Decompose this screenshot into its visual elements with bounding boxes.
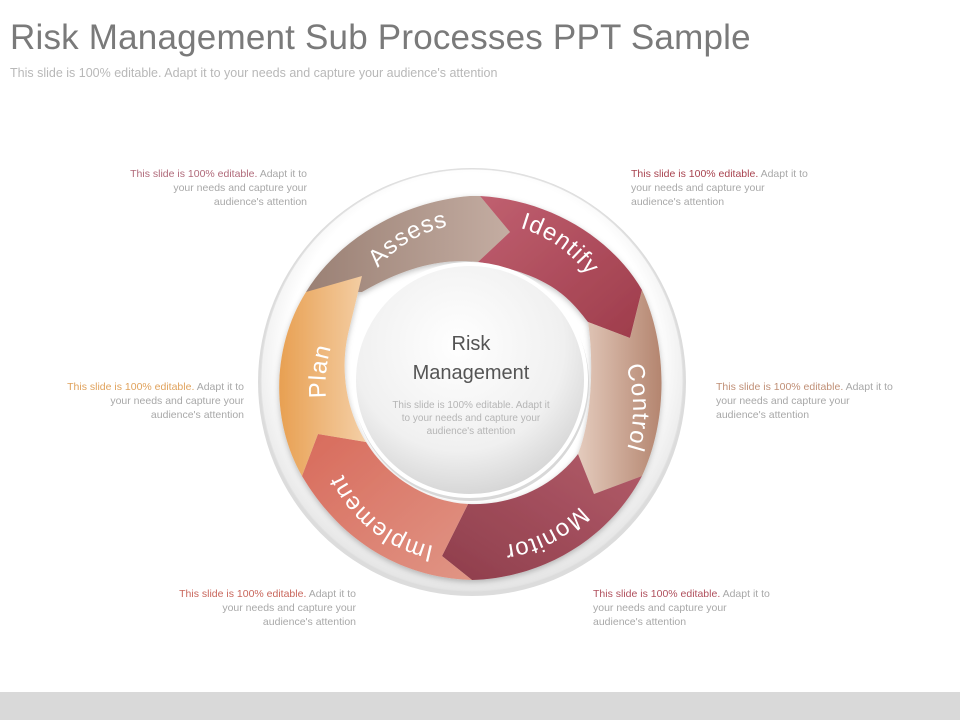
segment-monitor <box>442 454 642 580</box>
note-monitor-line1-rest: Adapt it to <box>720 588 770 600</box>
note-control-line3: audience's attention <box>716 409 810 421</box>
page-title: Risk Management Sub Processes PPT Sample <box>10 18 751 57</box>
note-control: This slide is 100% editable. Adapt it to… <box>716 380 921 422</box>
note-plan-line2: your needs and capture your <box>110 395 244 407</box>
center-text-line-2: to your needs and capture your <box>402 413 541 424</box>
note-assess: This slide is 100% editable. Adapt it to… <box>102 167 307 209</box>
segment-label-plan: Plan <box>304 341 337 398</box>
note-implement-line3: audience's attention <box>262 616 356 628</box>
note-plan-line3: audience's attention <box>150 409 244 421</box>
note-implement: This slide is 100% editable. Adapt it to… <box>151 587 356 629</box>
footer-bar <box>0 692 960 720</box>
segment-plan <box>279 276 366 476</box>
note-monitor-line3: audience's attention <box>593 616 687 628</box>
note-plan-line1-rest: Adapt it to <box>194 381 244 393</box>
note-monitor: This slide is 100% editable. Adapt it to… <box>593 587 798 629</box>
page-subtitle: This slide is 100% editable. Adapt it to… <box>10 66 498 80</box>
note-control-line1-rest: Adapt it to <box>843 381 893 393</box>
note-control-lead: This slide is 100% editable. <box>716 381 844 393</box>
note-implement-line2: your needs and capture your <box>222 602 356 614</box>
segment-control <box>578 290 662 494</box>
segment-implement <box>302 434 472 580</box>
note-identify-line2: your needs and capture your <box>631 182 765 194</box>
center-text-line-3: audience's attention <box>427 426 516 437</box>
segment-identify <box>478 196 642 338</box>
note-assess-lead: This slide is 100% editable. <box>130 168 258 180</box>
note-plan-lead: This slide is 100% editable. <box>67 381 195 393</box>
note-control-line2: your needs and capture your <box>716 395 850 407</box>
note-assess-line3: audience's attention <box>213 196 307 208</box>
center-text-line-1: This slide is 100% editable. Adapt it <box>392 400 550 411</box>
note-assess-line2: your needs and capture your <box>173 182 307 194</box>
center-circle <box>352 262 588 498</box>
note-identify: This slide is 100% editable. Adapt it to… <box>631 167 836 209</box>
note-assess-line1-rest: Adapt it to <box>257 168 307 180</box>
note-monitor-lead: This slide is 100% editable. <box>593 588 721 600</box>
note-identify-line1-rest: Adapt it to <box>758 168 808 180</box>
note-identify-line3: audience's attention <box>631 196 725 208</box>
note-plan: This slide is 100% editable. Adapt it to… <box>39 380 244 422</box>
center-title-line-2: Management <box>413 362 530 384</box>
note-identify-lead: This slide is 100% editable. <box>631 168 759 180</box>
segment-assess <box>306 196 510 292</box>
note-implement-lead: This slide is 100% editable. <box>179 588 307 600</box>
note-implement-line1-rest: Adapt it to <box>306 588 356 600</box>
note-monitor-line2: your needs and capture your <box>593 602 727 614</box>
center-title-line-1: Risk <box>452 333 492 355</box>
